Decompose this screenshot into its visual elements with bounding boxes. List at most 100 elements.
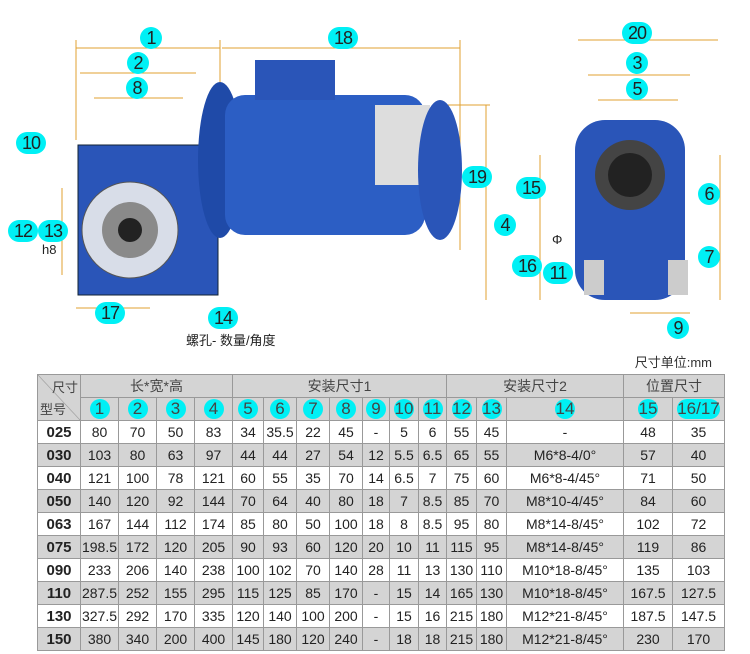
value-cell: 35 xyxy=(672,420,725,444)
dim-label-6: 6 xyxy=(698,183,720,205)
value-cell: 80 xyxy=(80,420,119,444)
value-cell: 80 xyxy=(476,512,507,536)
value-cell: 6.5 xyxy=(389,466,419,490)
dim-label-5: 5 xyxy=(626,78,648,100)
value-cell: 340 xyxy=(118,627,157,651)
value-cell: 44 xyxy=(232,443,264,467)
value-cell: 100 xyxy=(232,558,264,582)
value-cell: 28 xyxy=(362,558,390,582)
value-cell: 97 xyxy=(194,443,233,467)
dim-label-10: 10 xyxy=(16,132,46,154)
value-cell: 135 xyxy=(623,558,673,582)
value-cell: 78 xyxy=(156,466,195,490)
value-cell: 60 xyxy=(296,535,330,559)
value-cell: 140 xyxy=(329,558,363,582)
value-cell: 233 xyxy=(80,558,119,582)
column-header: 13 xyxy=(476,397,507,421)
dim-label-1: 1 xyxy=(140,27,162,49)
value-cell: 120 xyxy=(296,627,330,651)
value-cell: 70 xyxy=(232,489,264,513)
value-cell: 60 xyxy=(672,489,725,513)
value-cell: 40 xyxy=(296,489,330,513)
dim-label-4: 4 xyxy=(494,214,516,236)
value-cell: 155 xyxy=(156,581,195,605)
column-header: 15 xyxy=(623,397,673,421)
value-cell: 238 xyxy=(194,558,233,582)
value-cell: 11 xyxy=(389,558,419,582)
value-cell: 12 xyxy=(362,443,390,467)
column-number-badge: 1 xyxy=(89,399,110,419)
dim-label-17: 17 xyxy=(95,302,125,324)
value-cell: 44 xyxy=(263,443,297,467)
value-cell: 45 xyxy=(329,420,363,444)
model-cell: 050 xyxy=(37,489,81,513)
value-cell: 27 xyxy=(296,443,330,467)
value-cell: 170 xyxy=(329,581,363,605)
value-cell: 60 xyxy=(232,466,264,490)
value-cell: 127.5 xyxy=(672,581,725,605)
model-cell: 040 xyxy=(37,466,81,490)
column-header: 6 xyxy=(263,397,297,421)
value-cell: 140 xyxy=(156,558,195,582)
value-cell: 20 xyxy=(362,535,390,559)
value-cell: M8*10-4/45° xyxy=(506,489,624,513)
value-cell: 57 xyxy=(623,443,673,467)
dim-label-16: 16 xyxy=(512,255,542,277)
dim-label-12: 12 xyxy=(8,220,38,242)
column-number-badge: 5 xyxy=(238,399,258,419)
value-cell: 84 xyxy=(623,489,673,513)
model-cell: 025 xyxy=(37,420,81,444)
value-cell: 71 xyxy=(623,466,673,490)
column-header: 7 xyxy=(296,397,330,421)
value-cell: - xyxy=(362,420,390,444)
column-header: 10 xyxy=(389,397,419,421)
value-cell: 140 xyxy=(263,604,297,628)
dim-label-8: 8 xyxy=(126,77,148,99)
value-cell: M12*21-8/45° xyxy=(506,604,624,628)
value-cell: 16 xyxy=(418,604,447,628)
value-cell: 85 xyxy=(446,489,477,513)
value-cell: 174 xyxy=(194,512,233,536)
value-cell: 14 xyxy=(362,466,390,490)
value-cell: 45 xyxy=(476,420,507,444)
value-cell: 170 xyxy=(672,627,725,651)
value-cell: 165 xyxy=(446,581,477,605)
value-cell: 147.5 xyxy=(672,604,725,628)
value-cell: - xyxy=(362,581,390,605)
value-cell: 8.5 xyxy=(418,512,447,536)
value-cell: 70 xyxy=(296,558,330,582)
value-cell: 115 xyxy=(232,581,264,605)
value-cell: 252 xyxy=(118,581,157,605)
value-cell: 85 xyxy=(296,581,330,605)
column-number-badge: 8 xyxy=(336,399,356,419)
value-cell: 145 xyxy=(232,627,264,651)
value-cell: 200 xyxy=(329,604,363,628)
dim-label-9: 9 xyxy=(667,317,689,339)
value-cell: 180 xyxy=(476,604,507,628)
value-cell: 6.5 xyxy=(418,443,447,467)
model-cell: 063 xyxy=(37,512,81,536)
value-cell: 130 xyxy=(446,558,477,582)
value-cell: 48 xyxy=(623,420,673,444)
value-cell: 206 xyxy=(118,558,157,582)
column-number-badge: 14 xyxy=(555,399,575,419)
column-number-badge: 6 xyxy=(270,399,290,419)
value-cell: 85 xyxy=(232,512,264,536)
value-cell: 64 xyxy=(263,489,297,513)
value-cell: 115 xyxy=(446,535,477,559)
value-cell: 100 xyxy=(296,604,330,628)
value-cell: 14 xyxy=(418,581,447,605)
value-cell: 7 xyxy=(389,489,419,513)
value-cell: 120 xyxy=(156,535,195,559)
column-number-badge: 4 xyxy=(203,399,224,419)
column-number-badge: 2 xyxy=(127,399,148,419)
value-cell: 18 xyxy=(362,489,390,513)
value-cell: 15 xyxy=(389,581,419,605)
value-cell: 327.5 xyxy=(80,604,119,628)
value-cell: 70 xyxy=(118,420,157,444)
value-cell: 180 xyxy=(263,627,297,651)
column-number-badge: 16/17 xyxy=(677,399,720,419)
value-cell: 172 xyxy=(118,535,157,559)
value-cell: 50 xyxy=(672,466,725,490)
